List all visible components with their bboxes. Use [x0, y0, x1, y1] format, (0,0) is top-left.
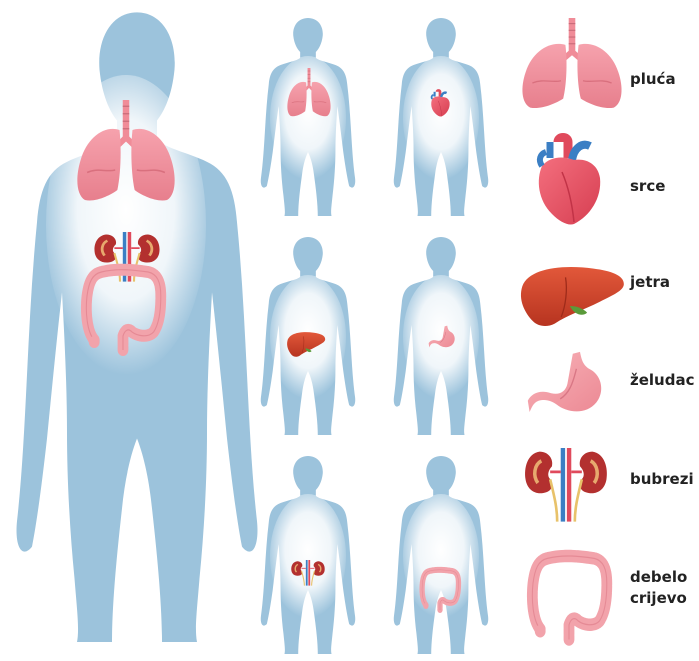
kidneys-icon — [525, 448, 607, 522]
colon-icon — [532, 556, 606, 640]
stomach-icon — [528, 352, 601, 412]
small-figure-colon — [394, 456, 488, 654]
label-colon-line2: crijevo — [630, 589, 687, 608]
small-figure-liver — [261, 237, 355, 435]
label-colon-line1: debelo — [630, 568, 687, 587]
label-heart: srce — [630, 177, 665, 196]
small-figure-stomach — [394, 237, 488, 435]
small-figure-kidneys — [261, 456, 355, 654]
label-kidneys: bubrezi — [630, 470, 694, 489]
label-lungs: pluća — [630, 70, 676, 89]
lungs-icon — [522, 18, 621, 108]
heart-icon — [539, 138, 600, 225]
large-body-figure — [17, 12, 258, 642]
label-stomach: želudac — [630, 371, 694, 390]
liver-icon — [521, 267, 624, 326]
small-figure-heart — [394, 18, 488, 216]
label-liver: jetra — [630, 273, 670, 292]
small-figure-lungs — [261, 18, 355, 216]
